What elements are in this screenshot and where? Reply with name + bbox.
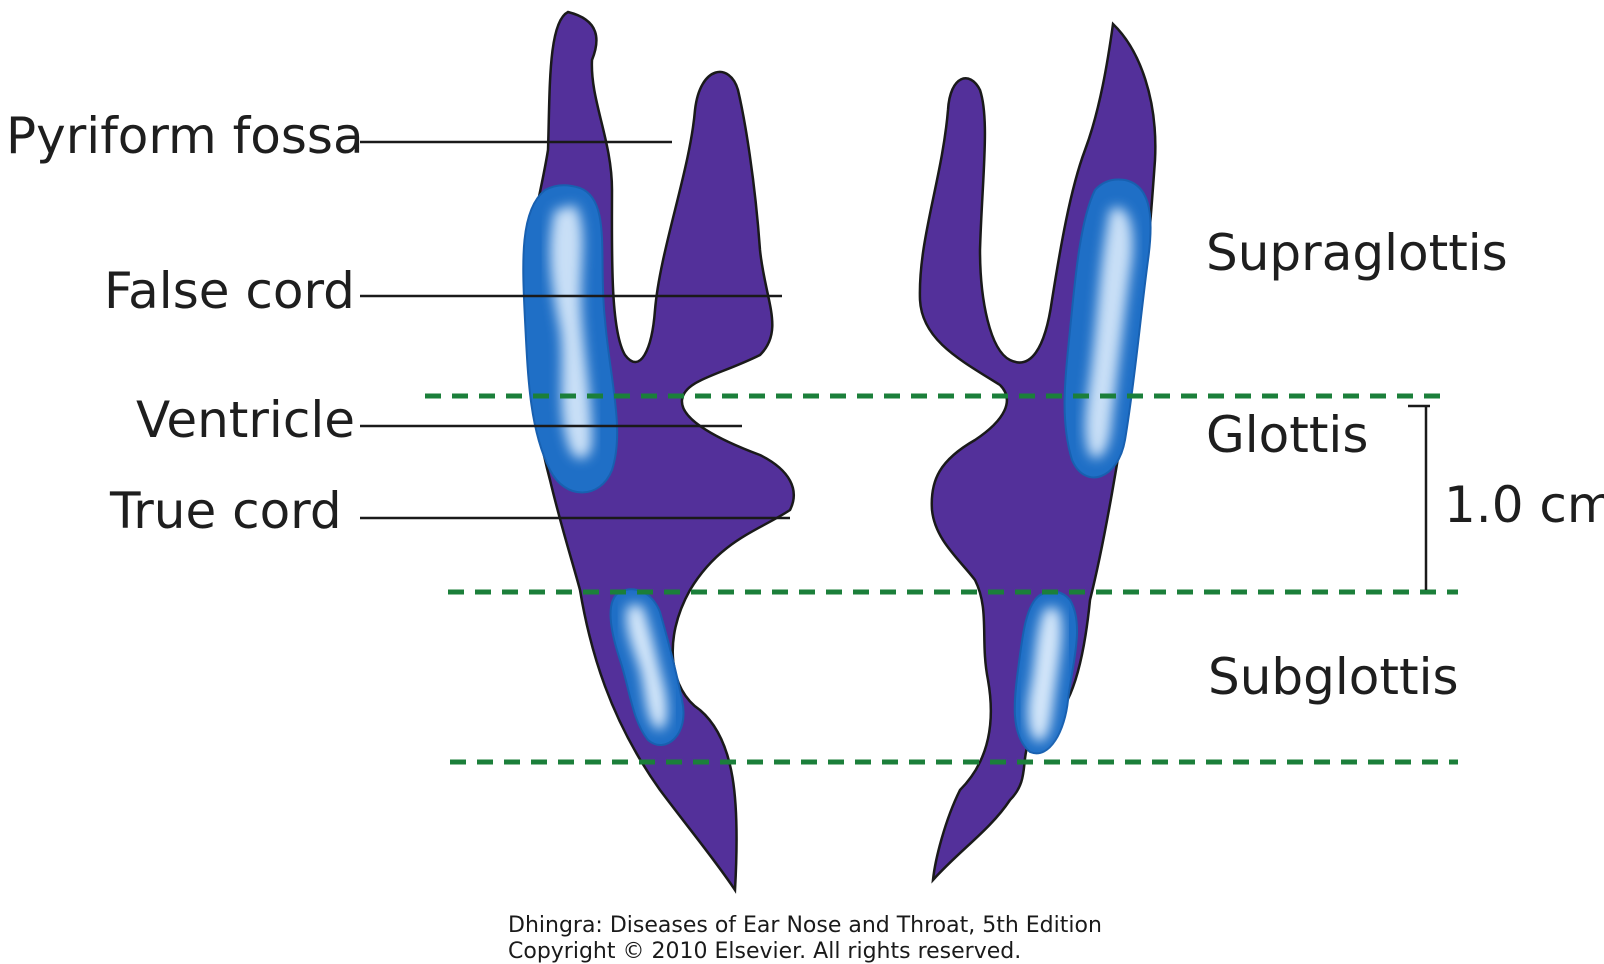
label-glottis: Glottis bbox=[1206, 406, 1368, 464]
label-ventricle: Ventricle bbox=[136, 391, 355, 449]
label-true-cord: True cord bbox=[109, 482, 342, 540]
credit-line-2: Copyright © 2010 Elsevier. All rights re… bbox=[508, 939, 1021, 964]
label-subglottis: Subglottis bbox=[1208, 648, 1459, 706]
credit-line-1: Dhingra: Diseases of Ear Nose and Throat… bbox=[508, 913, 1102, 938]
label-false-cord: False cord bbox=[104, 262, 355, 320]
label-pyriform-fossa: Pyriform fossa bbox=[6, 107, 364, 165]
label-supraglottis: Supraglottis bbox=[1206, 224, 1508, 282]
measurement-label: 1.0 cm bbox=[1444, 476, 1604, 534]
